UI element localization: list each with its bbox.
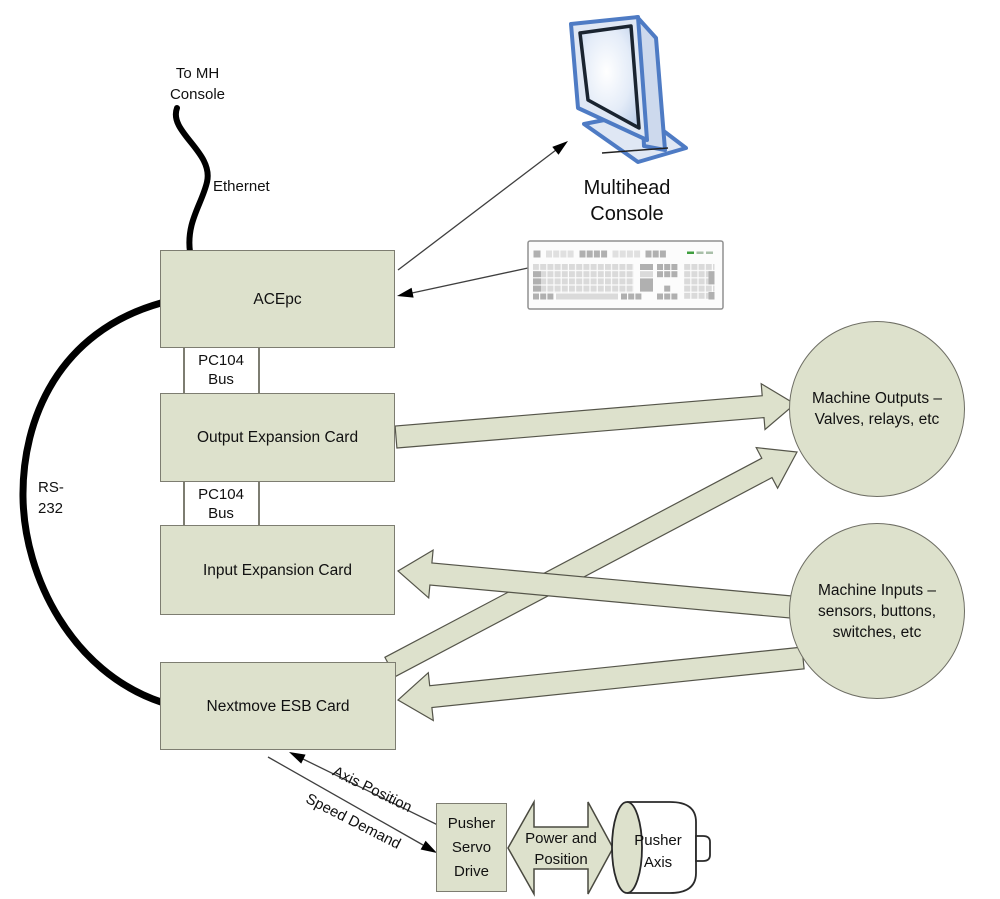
keyboard-icon xyxy=(527,240,724,310)
rs232-cable xyxy=(19,299,165,706)
label-pc104-bus-bottom: PC104 Bus xyxy=(198,486,244,522)
arrow-speed-demand xyxy=(267,756,437,853)
node-acepc: ACEpc xyxy=(160,250,395,348)
node-machine-inputs: Machine Inputs – sensors, buttons, switc… xyxy=(789,523,965,699)
label-rs232: RS- 232 xyxy=(38,479,64,517)
label-to-mh-console: To MH Console xyxy=(169,65,226,103)
pc104-bus-line xyxy=(258,348,260,393)
arrow-axis-position xyxy=(289,752,449,831)
ethernet-cable xyxy=(172,105,211,255)
cylinder-shape xyxy=(611,801,711,894)
pc104-bus-line xyxy=(183,481,185,525)
label-multihead-console: Multihead Console xyxy=(583,177,671,225)
node-nextmove-esb-card: Nextmove ESB Card xyxy=(160,662,396,750)
node-pusher-servo-drive: Pusher Servo Drive xyxy=(436,803,507,892)
node-output-expansion-card: Output Expansion Card xyxy=(160,393,395,482)
pc104-bus-line xyxy=(183,348,185,393)
monitor-icon xyxy=(569,15,688,164)
label-ethernet: Ethernet xyxy=(213,178,270,195)
block-arrow-machine-inputs-to-nextmove xyxy=(396,646,805,722)
block-arrow-nextmove-to-machine-outputs xyxy=(384,446,798,678)
node-machine-outputs: Machine Outputs – Valves, relays, etc xyxy=(789,321,965,497)
arrow-acepc-to-console xyxy=(397,141,568,271)
label-pc104-bus-top: PC104 Bus xyxy=(198,352,244,388)
block-arrow-output-to-machine-outputs xyxy=(394,382,797,449)
pc104-bus-line xyxy=(258,481,260,525)
node-input-expansion-card: Input Expansion Card xyxy=(160,525,395,615)
block-arrow-machine-inputs-to-input-card xyxy=(396,548,804,620)
label-pusher-axis: Pusher Axis xyxy=(634,832,682,871)
arrow-keyboard-to-acepc xyxy=(397,267,529,298)
label-power-and-position: Power and Position xyxy=(525,830,597,868)
